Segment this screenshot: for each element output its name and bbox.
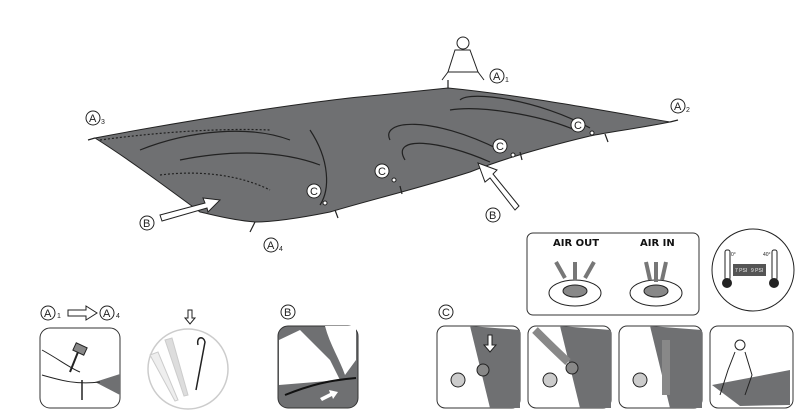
svg-text:40°: 40°	[763, 252, 771, 258]
svg-text:4: 4	[279, 246, 283, 253]
marker-c-1: C	[570, 117, 595, 136]
arrow-right-icon	[159, 197, 222, 222]
svg-text:2: 2	[686, 107, 690, 114]
air-out-label: AIR OUT	[553, 238, 599, 249]
step-c-panel-4	[709, 325, 794, 409]
svg-text:A: A	[267, 240, 275, 252]
ground-tarp	[93, 87, 671, 223]
svg-text:A: A	[674, 101, 682, 113]
svg-text:A: A	[89, 113, 97, 125]
svg-text:C: C	[496, 141, 504, 153]
step-c-panel-1	[436, 325, 521, 409]
svg-text:C: C	[574, 120, 582, 132]
step-c-label: C	[438, 304, 454, 320]
svg-text:B: B	[143, 218, 150, 230]
svg-text:A: A	[103, 308, 111, 320]
svg-text:A: A	[493, 71, 501, 83]
air-in-label: AIR IN	[640, 238, 675, 249]
step-b-label: B	[280, 304, 296, 320]
svg-text:1: 1	[57, 313, 61, 320]
step-a-hammer-stake	[39, 327, 121, 409]
tarp-folds	[99, 95, 591, 206]
step-c-panel-2	[527, 325, 612, 409]
arrow-down-icon	[183, 309, 197, 325]
svg-text:1: 1	[505, 77, 509, 84]
step-c-panel-3	[618, 325, 703, 409]
valve-air-in-icon	[629, 261, 683, 307]
svg-text:B: B	[489, 210, 496, 222]
svg-text:A: A	[44, 308, 52, 320]
arrow-up-left-icon	[477, 162, 520, 211]
stake-types-icon	[147, 328, 229, 410]
svg-text:C: C	[378, 166, 386, 178]
marker-b-right: B	[485, 207, 501, 223]
svg-text:B: B	[284, 307, 291, 319]
marker-b-left: B	[139, 215, 155, 231]
svg-text:0°: 0°	[731, 252, 736, 258]
temperature-pressure-icon: 0° 40° 7 PSI 9 PSI	[711, 228, 795, 312]
step-b-fold-edge	[277, 325, 359, 409]
marker-c-3: C	[374, 163, 397, 183]
marker-c-2: C	[492, 138, 516, 158]
svg-text:C: C	[442, 307, 450, 319]
svg-text:7 PSI: 7 PSI	[735, 268, 747, 274]
svg-text:C: C	[310, 186, 318, 198]
svg-text:9 PSI: 9 PSI	[751, 268, 763, 274]
valve-air-out-icon	[548, 261, 602, 307]
person-kneeling-icon	[441, 36, 485, 81]
stakes	[87, 80, 679, 233]
svg-text:4: 4	[116, 313, 120, 320]
marker-c-4: C	[306, 183, 328, 206]
svg-text:3: 3	[101, 119, 105, 126]
